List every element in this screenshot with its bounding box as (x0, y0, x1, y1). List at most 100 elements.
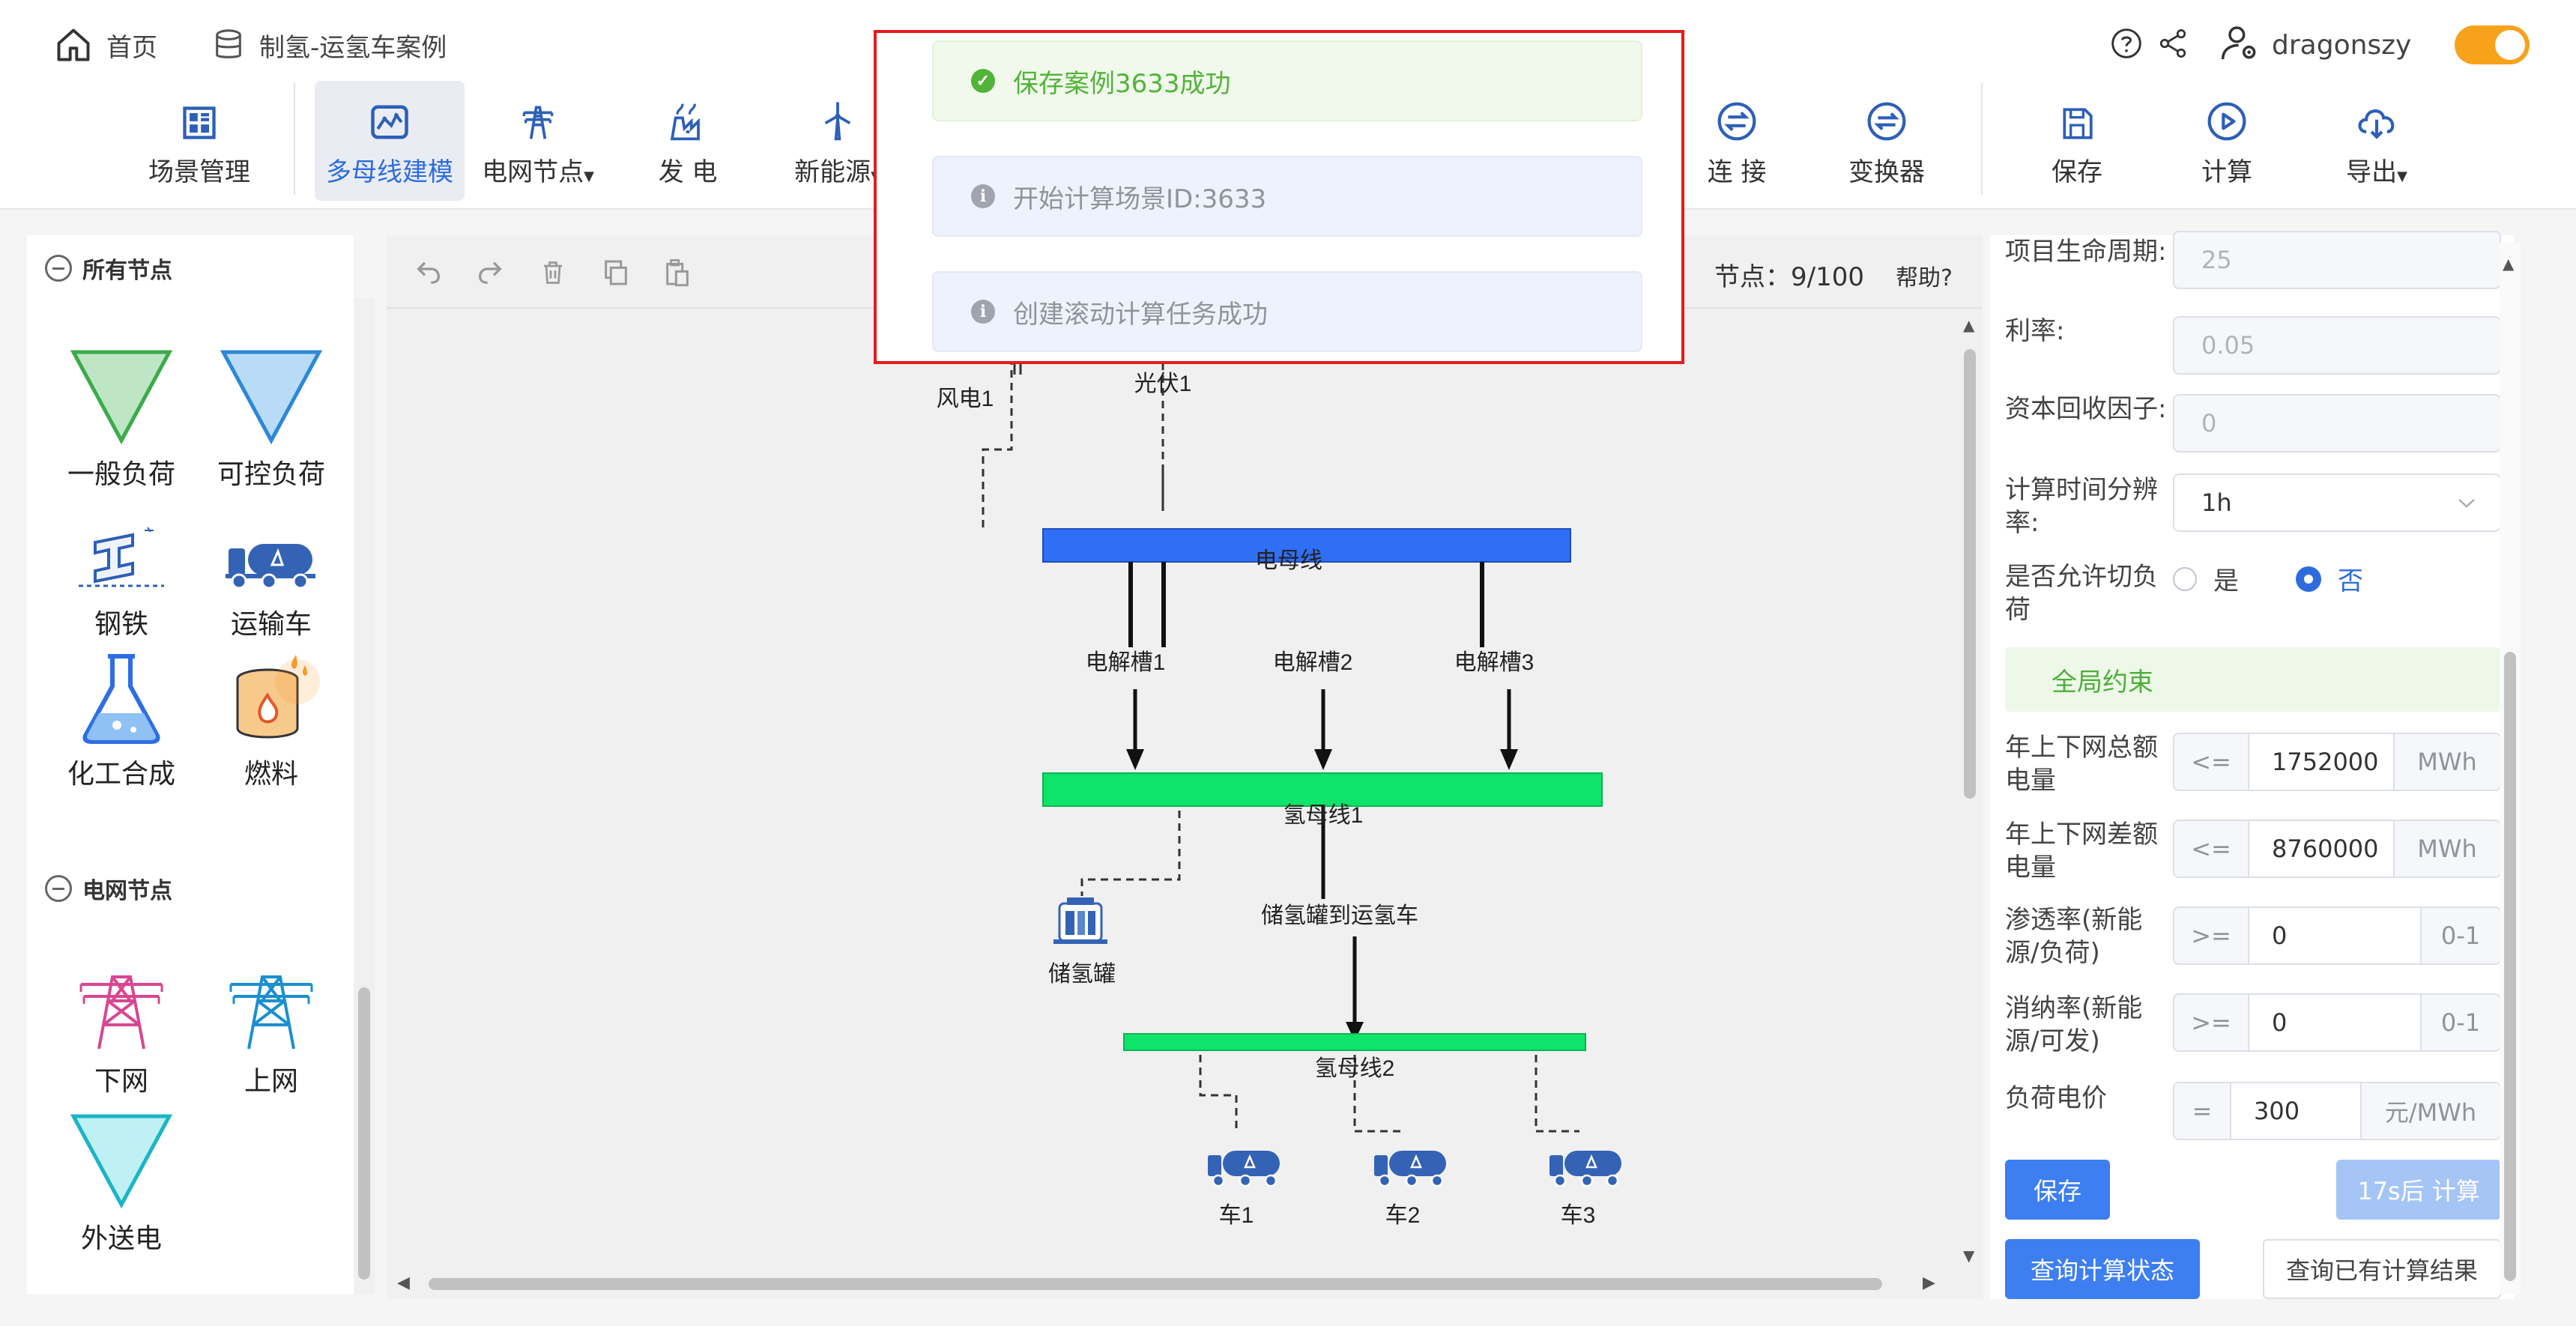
help-link[interactable]: 帮助? (1896, 265, 1953, 291)
constraint-5-label: 负荷电价 (2005, 1083, 2107, 1113)
electrolyzer-to-h2-link[interactable] (1133, 689, 1511, 755)
node-export-power[interactable]: 外送电 (46, 1104, 196, 1256)
car1-truck-icon[interactable] (1208, 1151, 1280, 1187)
left-scrollbar[interactable] (354, 298, 375, 1295)
constraint-3-label: 渗透率(新能源/负荷) (2005, 905, 2143, 968)
query-status-button[interactable]: 查询计算状态 (2005, 1239, 2200, 1299)
canvas-horizontal-thumb[interactable] (429, 1278, 1882, 1290)
case-name[interactable]: 制氢-运氢车案例 (259, 32, 447, 63)
user-settings-icon[interactable] (2219, 22, 2261, 67)
steel-beam-icon (46, 505, 196, 595)
home-link[interactable]: 首页 (106, 32, 157, 63)
toolbar-converter[interactable]: 变换器 (1812, 88, 1962, 188)
toolbar-generation[interactable]: 发 电 (613, 88, 763, 188)
toolbar-separator (294, 82, 295, 195)
elec-bus[interactable] (1042, 528, 1571, 563)
tank-to-car-label: 储氢罐到运氢车 (1261, 903, 1418, 928)
scroll-right-icon[interactable]: ▶ (1923, 1274, 1935, 1292)
bus-to-tank-link[interactable] (1080, 811, 1181, 896)
node-fuel[interactable]: 燃料 (196, 647, 346, 791)
constraint-5-input[interactable]: = 300 元/MWh (2173, 1082, 2501, 1140)
collapse-icon[interactable] (45, 255, 72, 282)
share-icon[interactable] (2156, 27, 2189, 63)
car2-truck-icon[interactable] (1374, 1151, 1446, 1187)
collapse-icon[interactable] (45, 875, 72, 902)
constraint-4-input[interactable]: >= 0 0-1 (2173, 993, 2501, 1052)
h2-bus-2-label: 氢母线2 (1315, 1056, 1395, 1081)
blue-triangle-icon (196, 340, 346, 445)
h2-bus-2[interactable] (1123, 1033, 1586, 1051)
left-scrollbar-thumb[interactable] (358, 987, 370, 1280)
crf-label: 资本回收因子: (2005, 394, 2167, 424)
toolbar-scene-manage[interactable]: 场景管理 (124, 88, 274, 188)
toolbar-multibus-model[interactable]: 多母线建模 (315, 81, 465, 201)
node-transport-truck[interactable]: 运输车 (196, 505, 346, 641)
topology-diagram[interactable]: 风电1 光伏1 电母线 电解槽1 电解槽2 电解槽3 氢母线1 储氢罐 储氢罐到… (387, 307, 1960, 1266)
scroll-down-icon[interactable]: ▼ (1963, 1247, 1975, 1265)
toast-start-calc: i 开始计算场景ID:3633 (932, 156, 1642, 237)
canvas-horizontal-scrollbar[interactable]: ◀ ▶ (387, 1271, 1959, 1298)
constraint-2-input[interactable]: <= 8760000 MWh (2173, 820, 2501, 878)
rate-input[interactable]: 0.05 (2173, 316, 2501, 375)
toolbar-calculate[interactable]: 计算 (2152, 88, 2302, 188)
section-all-nodes[interactable]: 所有节点 (45, 252, 172, 285)
save-icon (2002, 88, 2152, 142)
node-general-load[interactable]: 一般负荷 (46, 340, 196, 491)
query-results-button[interactable]: 查询已有计算结果 (2263, 1239, 2501, 1299)
paste-icon[interactable] (662, 258, 692, 291)
constraint-4-label: 消纳率(新能源/可发) (2005, 993, 2143, 1056)
node-library-panel: 所有节点 一般负荷 可控负荷 钢铁 运输车 化工合成 燃料 (27, 235, 375, 1295)
constraint-2-label: 年上下网差额电量 (2005, 820, 2158, 883)
toolbar-save[interactable]: 保存 (2002, 88, 2152, 188)
constraint-3-input[interactable]: >= 0 0-1 (2173, 906, 2501, 965)
node-grid-down[interactable]: 下网 (46, 954, 196, 1098)
arrowhead (1126, 749, 1518, 770)
delete-icon[interactable] (539, 258, 566, 291)
username[interactable]: dragonszy (2272, 29, 2412, 61)
scroll-left-icon[interactable]: ◀ (397, 1274, 410, 1292)
resolution-select[interactable]: 1h (2173, 473, 2501, 532)
scroll-up-icon[interactable]: ▲ (2503, 255, 2515, 273)
canvas-vertical-thumb[interactable] (1964, 349, 1976, 799)
help-icon[interactable] (2110, 27, 2143, 63)
hydrogen-tank-icon[interactable] (1053, 897, 1107, 944)
calculate-countdown-button[interactable]: 17s后 计算 (2336, 1160, 2501, 1220)
elec-bus-label: 电母线 (1255, 548, 1322, 573)
bus-to-car3-link[interactable] (1535, 1055, 1579, 1133)
radio-no-selected[interactable] (2296, 566, 2321, 592)
electrolyzer-3-label: 电解槽3 (1454, 650, 1535, 675)
canvas-vertical-scrollbar[interactable]: ▲ ▼ (1959, 315, 1981, 1271)
modeling-canvas[interactable]: 节点：9/100 帮助? (387, 235, 1983, 1299)
truck-icon (196, 505, 346, 595)
home-icon[interactable] (54, 25, 93, 64)
toolbar-grid-node[interactable]: 电网节点▼ (463, 88, 613, 188)
theme-toggle[interactable] (2455, 25, 2530, 64)
car3-truck-icon[interactable] (1549, 1151, 1621, 1187)
constraint-1-input[interactable]: <= 1752000 MWh (2173, 733, 2501, 791)
scroll-up-icon[interactable]: ▲ (1963, 316, 1975, 334)
bus-to-car1-link[interactable] (1199, 1055, 1238, 1131)
toolbar-connect[interactable]: 连 接 (1662, 88, 1812, 188)
node-chemical-synthesis[interactable]: 化工合成 (46, 647, 196, 791)
right-scrollbar-thumb[interactable] (2504, 652, 2516, 1281)
crf-input[interactable]: 0 (2173, 394, 2501, 452)
node-controllable-load[interactable]: 可控负荷 (196, 340, 346, 491)
life-input[interactable]: 25 (2173, 231, 2501, 289)
wind-to-bus-link[interactable] (982, 345, 1013, 530)
bus-to-electrolyzer-link[interactable] (1128, 562, 1484, 647)
node-steel[interactable]: 钢铁 (46, 505, 196, 641)
save-button[interactable]: 保存 (2005, 1160, 2110, 1220)
tower-icon (463, 88, 613, 142)
radio-yes[interactable] (2173, 566, 2197, 591)
bus-to-car2-link[interactable] (1353, 1055, 1401, 1133)
right-scrollbar[interactable]: ▲ (2500, 243, 2521, 1295)
h2-bus-1[interactable] (1042, 772, 1603, 807)
redo-icon[interactable] (475, 258, 505, 291)
section-grid-nodes[interactable]: 电网节点 (45, 872, 172, 905)
node-grid-up[interactable]: 上网 (196, 954, 346, 1098)
chevron-down-icon (2456, 488, 2477, 517)
undo-icon[interactable] (414, 258, 444, 291)
database-icon (211, 28, 246, 62)
toolbar-export[interactable]: 导出▼ (2302, 88, 2452, 188)
copy-icon[interactable] (601, 258, 631, 291)
